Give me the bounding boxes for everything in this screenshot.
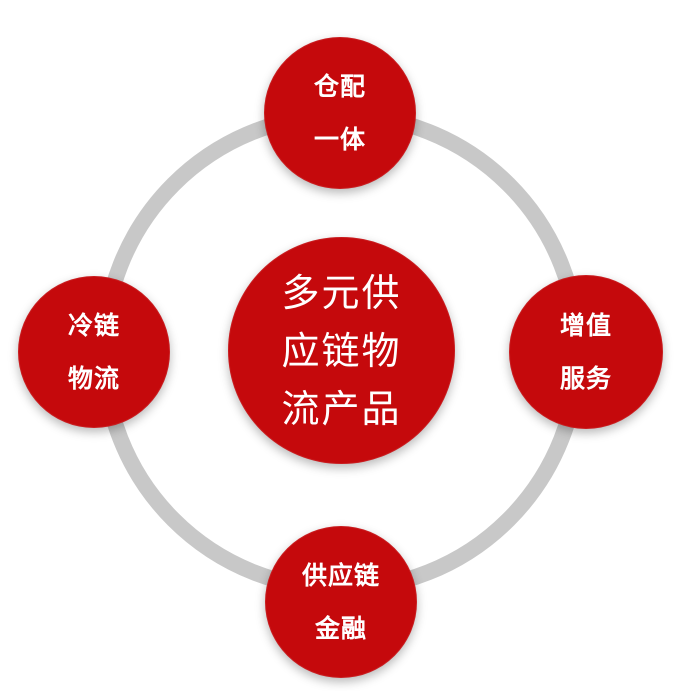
node-cold-chain-logistics: 冷链 物流: [18, 276, 170, 428]
node-left-line-1: 冷链: [67, 311, 120, 340]
node-right-line-2: 服务: [559, 364, 612, 393]
node-supply-chain-finance: 供应链 金融: [265, 526, 417, 678]
node-bottom-line-2: 金融: [314, 614, 367, 643]
node-warehouse-distribution: 仓配 一体: [264, 37, 416, 189]
node-left-line-2: 物流: [67, 364, 120, 393]
center-line-3: 流产品: [281, 386, 402, 431]
node-value-added-services: 增值 服务: [509, 275, 663, 429]
center-node-products: 多元供 应链物 流产品: [228, 237, 455, 464]
node-bottom-line-1: 供应链: [301, 561, 380, 590]
center-line-2: 应链物: [281, 328, 402, 373]
node-top-line-2: 一体: [313, 125, 366, 154]
node-right-line-1: 增值: [559, 311, 612, 340]
node-top-line-1: 仓配: [313, 72, 366, 101]
center-line-1: 多元供: [281, 270, 402, 315]
